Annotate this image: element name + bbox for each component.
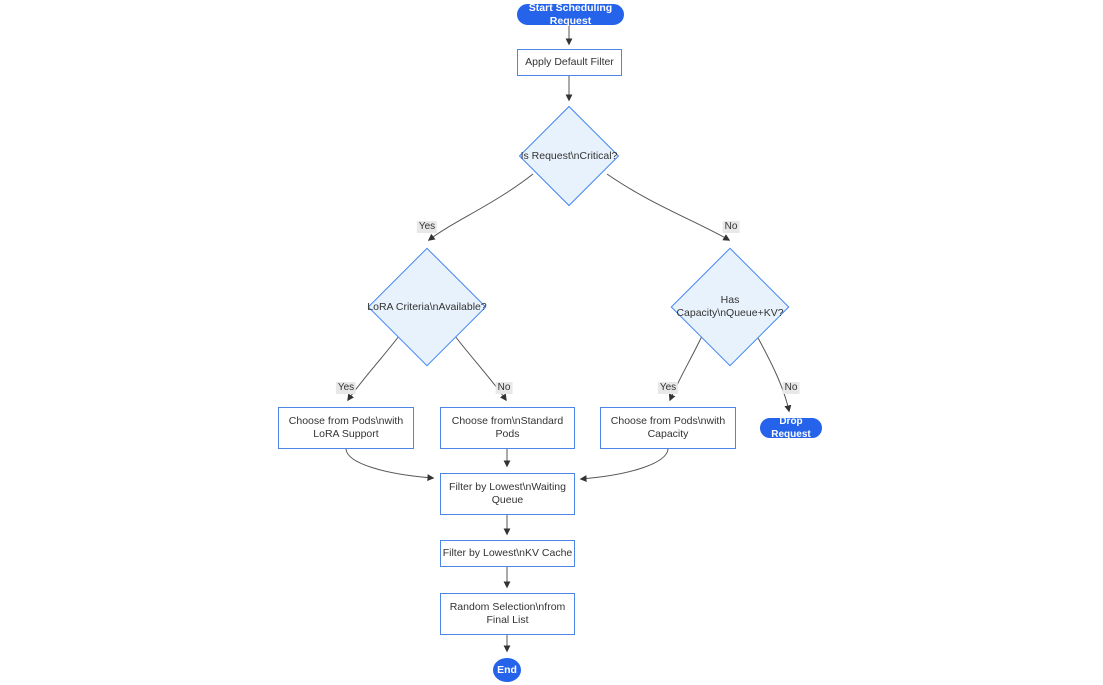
label-line: Random Selection\nfrom xyxy=(449,601,566,613)
label-line: Queue xyxy=(491,494,524,506)
edge-chooselora-to-filterqueue xyxy=(345,448,435,482)
edge-label-lora-yes: Yes xyxy=(335,382,357,394)
node-drop-request-label: Drop Request xyxy=(771,416,811,440)
edge-label-lora-no: No xyxy=(495,382,513,394)
edge-critical-no-to-capacity xyxy=(606,173,731,241)
node-start: Start Scheduling Request xyxy=(517,1,624,27)
node-choose-pods-lora: Choose from Pods\nwith LoRA Support xyxy=(278,407,414,449)
label-line: Pods xyxy=(495,428,520,440)
label-line: Capacity xyxy=(647,428,689,440)
node-choose-standard-pods: Choose from\nStandard Pods xyxy=(440,407,575,449)
node-apply-default-filter: Apply Default Filter xyxy=(517,49,622,76)
label-line: Choose from Pods\nwith xyxy=(610,415,726,427)
node-choose-pods-lora-label: Choose from Pods\nwith LoRA Support xyxy=(289,415,403,441)
label-line: Choose from Pods\nwith xyxy=(288,415,404,427)
label-line: LoRA Support xyxy=(313,428,379,440)
node-has-capacity-queue-kv: Has Capacity\nQueue+KV? xyxy=(669,247,791,367)
node-filter-waiting-queue: Filter by Lowest\nWaiting Queue xyxy=(440,473,575,515)
node-filter-kv-cache: Filter by Lowest\nKV Cache xyxy=(440,540,575,567)
node-start-label: Start Scheduling Request xyxy=(528,1,613,27)
node-filter-waiting-queue-label: Filter by Lowest\nWaiting Queue xyxy=(449,481,566,507)
label-line: Final List xyxy=(486,614,529,626)
label-line: Filter by Lowest\nWaiting xyxy=(449,481,566,493)
node-lora-criteria-available-label: LoRA Criteria\nAvailable? xyxy=(367,300,487,313)
node-apply-default-filter-label: Apply Default Filter xyxy=(525,56,614,68)
node-choose-pods-capacity-label: Choose from Pods\nwith Capacity xyxy=(611,415,725,441)
edge-label-critical-yes: Yes xyxy=(416,221,438,233)
edge-label-capacity-no: No xyxy=(782,382,800,394)
node-end-label: End xyxy=(497,663,517,676)
node-lora-criteria-available: LoRA Criteria\nAvailable? xyxy=(366,247,488,367)
node-random-selection-label: Random Selection\nfrom Final List xyxy=(450,601,566,627)
edge-label-critical-no: No xyxy=(722,221,740,233)
node-is-request-critical: Is Request\nCritical? xyxy=(518,105,620,207)
node-has-capacity-queue-kv-label: Has Capacity\nQueue+KV? xyxy=(676,294,784,319)
node-end: End xyxy=(493,658,521,682)
node-is-request-critical-label: Is Request\nCritical? xyxy=(520,149,618,162)
node-choose-standard-pods-label: Choose from\nStandard Pods xyxy=(452,415,563,441)
edge-choosecapacity-to-filterqueue xyxy=(579,448,669,483)
node-choose-pods-capacity: Choose from Pods\nwith Capacity xyxy=(600,407,736,449)
edge-label-capacity-yes: Yes xyxy=(657,382,679,394)
label-line: Choose from\nStandard xyxy=(451,415,564,427)
node-drop-request: Drop Request xyxy=(760,416,822,440)
node-random-selection: Random Selection\nfrom Final List xyxy=(440,593,575,635)
node-filter-kv-cache-label: Filter by Lowest\nKV Cache xyxy=(442,547,573,559)
